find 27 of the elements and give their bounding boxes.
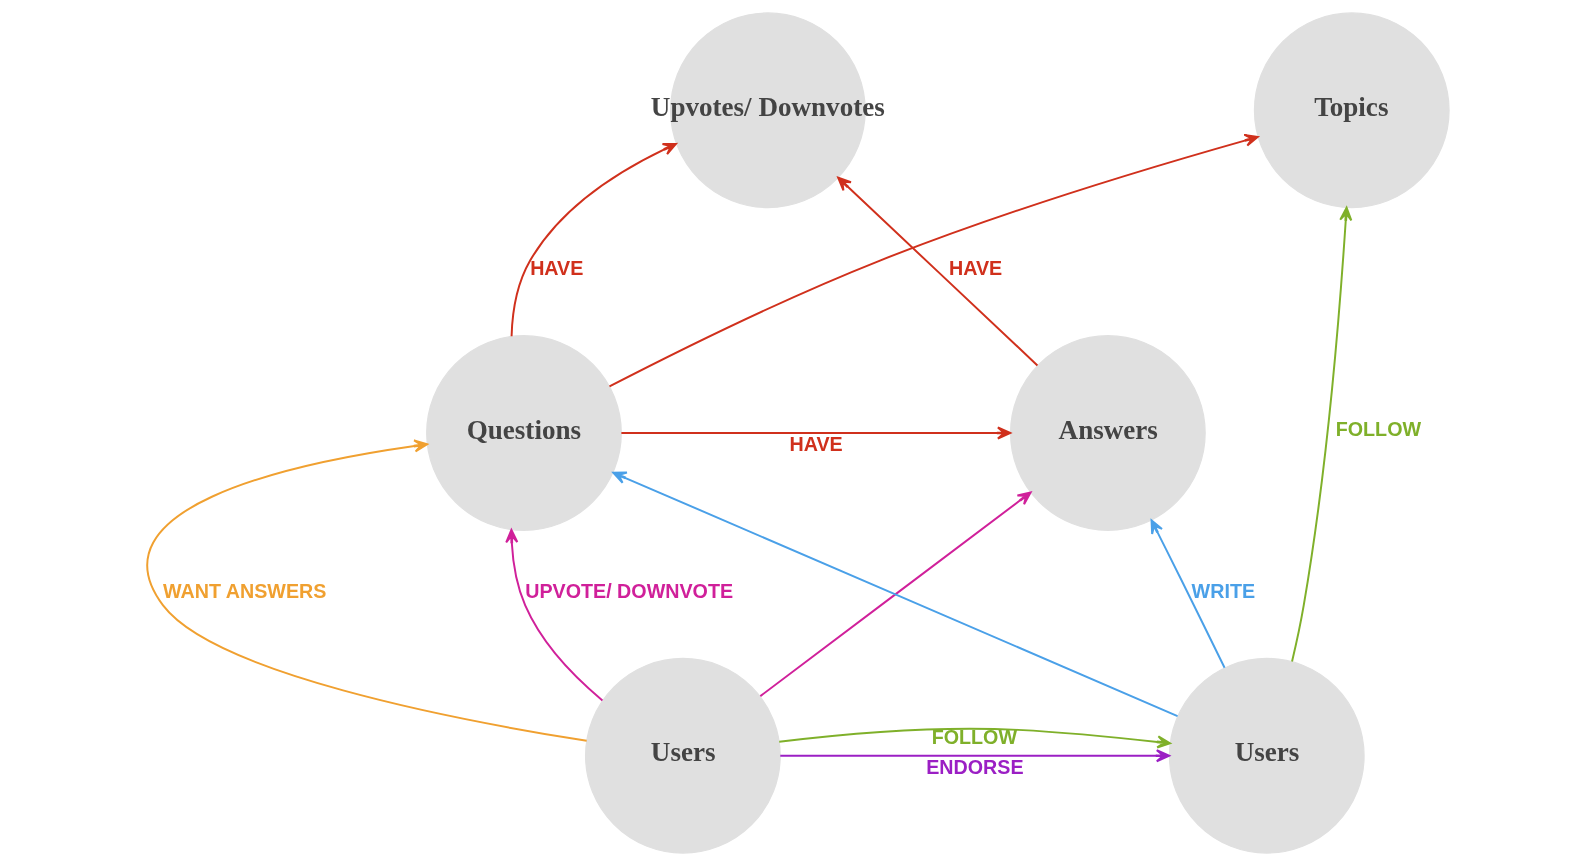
- arrow: [619, 426, 1011, 440]
- node-circle: Answers: [1009, 335, 1206, 531]
- arrow: [504, 528, 603, 702]
- arrow: [608, 133, 1259, 388]
- edge-label: UPVOTE/ DOWNVOTE: [524, 579, 733, 602]
- edge-label: WRITE: [1191, 579, 1255, 602]
- arrow: [778, 749, 1170, 763]
- node-circle: Users: [584, 657, 781, 854]
- edge-label: HAVE: [529, 257, 583, 280]
- edge-label: FOLLOW: [931, 726, 1017, 749]
- edge-label: HAVE: [788, 433, 843, 456]
- arrow: [1290, 206, 1352, 663]
- node-label: Upvotes/ Downvotes: [650, 91, 885, 122]
- arrow: [1150, 519, 1226, 669]
- node-circle: Topics: [1253, 12, 1450, 209]
- arrow: [510, 142, 677, 338]
- node-circle: Questions: [425, 335, 622, 531]
- edge-label: WANT ANSWERS: [162, 579, 326, 602]
- edge-label: ENDORSE: [925, 755, 1024, 778]
- arrow: [611, 471, 1179, 717]
- node-circle: Users: [1168, 657, 1365, 854]
- edge-label: FOLLOW: [1335, 418, 1421, 441]
- arrow: [145, 439, 588, 742]
- arrow: [836, 176, 1038, 367]
- arrow: [777, 727, 1171, 749]
- arrow: [758, 491, 1032, 698]
- edge-label: HAVE: [948, 257, 1002, 280]
